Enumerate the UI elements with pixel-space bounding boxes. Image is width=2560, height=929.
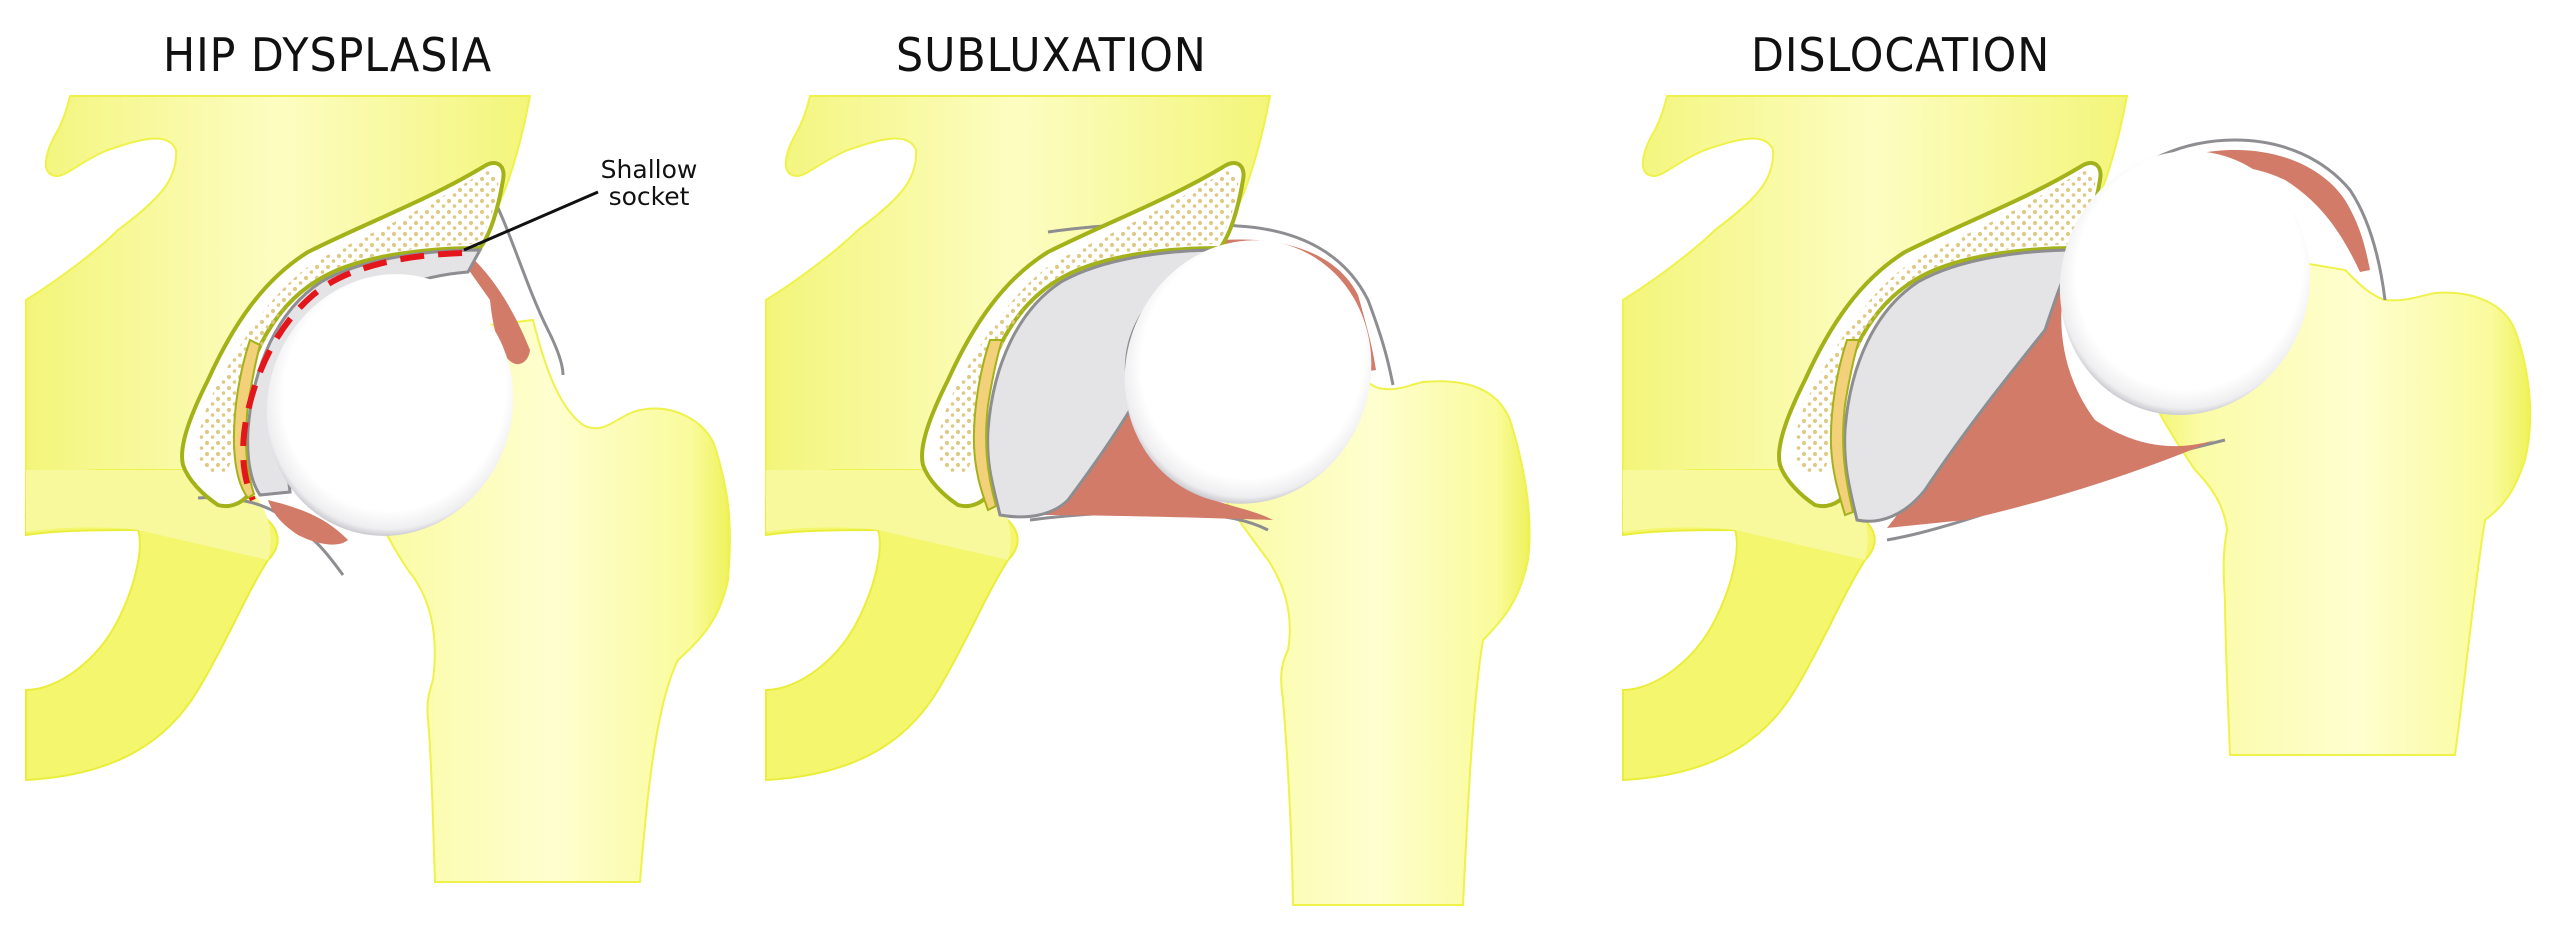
panel-title-dislocation: DISLOCATION: [1751, 28, 2051, 82]
panel-title-subluxation: SUBLUXATION: [896, 28, 1207, 82]
femoral-head: [2059, 151, 2311, 415]
femoral-head: [266, 274, 514, 536]
femoral-head: [1124, 240, 1372, 504]
ligament: [1223, 239, 1376, 372]
cartilage: [972, 339, 1004, 512]
acetabular-fossa: [1843, 248, 2080, 523]
cartilage: [232, 338, 262, 500]
ligament: [2095, 150, 2370, 272]
shallow-socket-marker: [240, 250, 463, 502]
callout-leader-line: [463, 190, 599, 252]
ligament: [456, 252, 530, 365]
panel-dislocation: [1621, 95, 2532, 782]
shallow-socket-label: Shallow socket: [594, 156, 704, 210]
panel-title-hip-dysplasia: HIP DYSPLASIA: [163, 28, 493, 82]
callout-line-1: Shallow: [600, 155, 698, 184]
panel-subluxation: [764, 95, 1531, 906]
cartilage: [1829, 339, 1861, 517]
callout-line-2: socket: [608, 182, 690, 211]
panel-hip-dysplasia: [24, 95, 731, 883]
